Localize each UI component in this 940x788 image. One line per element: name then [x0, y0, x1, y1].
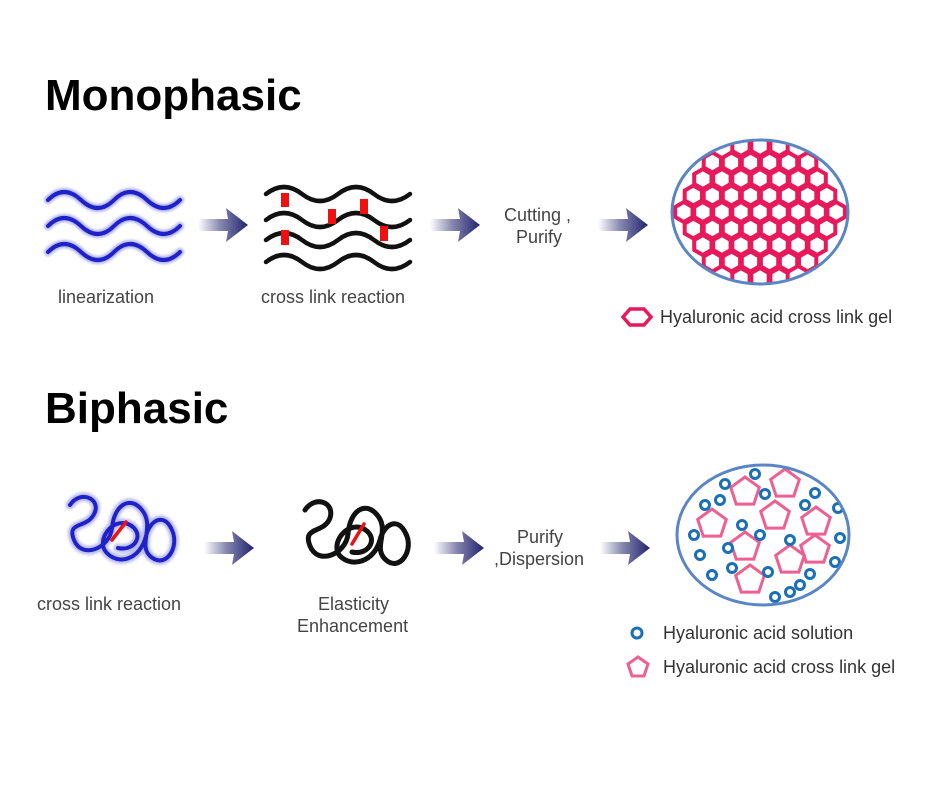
solution-ring-icon — [784, 534, 796, 546]
arrow-icon — [198, 208, 248, 242]
pentagon-gel-icon — [768, 467, 802, 498]
bi-gel-legend-label: Hyaluronic acid cross link gel — [663, 657, 896, 677]
solution-ring-icon — [706, 569, 718, 581]
pentagon-gel-icon — [728, 475, 762, 506]
dispersion-label: ,Dispersion — [494, 549, 585, 569]
solution-ring-icon — [736, 519, 748, 531]
pentagon-gel-icon — [799, 505, 833, 536]
linearization-label: linearization — [58, 287, 155, 307]
solution-ring-icon — [762, 566, 774, 578]
solution-ring-icon — [694, 549, 706, 561]
arrow-icon — [204, 531, 254, 565]
pentagon-gel-icon — [733, 563, 767, 594]
hexagon-legend-icon — [620, 307, 654, 327]
enhancement-label: Enhancement — [297, 616, 409, 636]
hexagon-gel-icon — [768, 265, 790, 284]
solution-ring-icon — [726, 562, 738, 574]
arrow-icon — [598, 208, 648, 242]
solution-ring-icon — [699, 499, 711, 511]
purify-label: Purify — [516, 227, 563, 247]
solution-ring-icon — [722, 542, 734, 554]
pentagon-gel-icon — [798, 533, 832, 564]
monophasic-gel-ellipse — [670, 138, 850, 286]
arrow-icon — [434, 531, 484, 565]
arrow-icon — [600, 531, 650, 565]
bi-cross-link-reaction-label: cross link reaction — [37, 594, 182, 614]
solution-ring-icon — [714, 494, 726, 506]
elasticity-label: Elasticity — [318, 594, 390, 614]
linear-strands-icon — [44, 188, 184, 264]
tangled-strand-icon — [65, 492, 179, 565]
solution-ring-icon — [688, 529, 700, 541]
solution-ring-icon — [799, 499, 811, 511]
solution-ring-icon — [769, 591, 781, 603]
solution-ring-icon — [719, 478, 731, 490]
solution-ring-icon — [784, 586, 796, 598]
solution-ring-legend-icon — [630, 626, 644, 640]
pentagon-gel-icon — [773, 543, 807, 574]
biphasic-title: Biphasic — [45, 384, 229, 433]
gel-legend-label: Hyaluronic acid cross link gel — [660, 307, 893, 327]
cross-link-reaction-label: cross link reaction — [261, 287, 406, 307]
cutting-label: Cutting , — [504, 205, 572, 225]
solution-ring-icon — [809, 487, 821, 499]
solution-ring-icon — [794, 579, 806, 591]
pentagon-gel-icon — [728, 530, 762, 561]
pentagon-gel-icon — [695, 507, 729, 538]
solution-ring-icon — [754, 529, 766, 541]
solution-ring-icon — [829, 556, 841, 568]
biphasic-gel-ellipse — [675, 463, 851, 607]
solution-ring-icon — [834, 532, 846, 544]
tangled-black-strand-icon — [302, 499, 411, 566]
hexagon-gel-icon — [730, 265, 752, 284]
solution-legend-label: Hyaluronic acid solution — [663, 623, 854, 643]
crosslinked-strands-icon — [263, 184, 413, 272]
bi-purify-label: Purify — [517, 527, 564, 547]
solution-ring-icon — [804, 568, 816, 580]
pentagon-legend-icon — [626, 655, 650, 678]
solution-ring-icon — [759, 488, 771, 500]
arrow-icon — [430, 208, 480, 242]
pentagon-gel-icon — [758, 499, 792, 530]
monophasic-title: Monophasic — [45, 71, 302, 120]
solution-ring-icon — [749, 468, 761, 480]
